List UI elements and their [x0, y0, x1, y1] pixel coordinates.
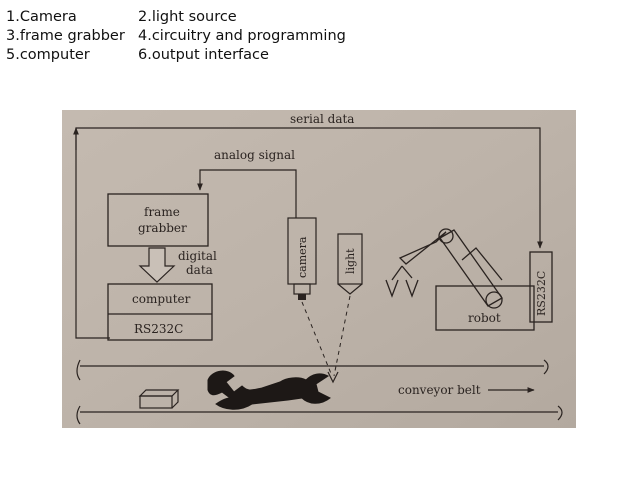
light-rays — [301, 295, 351, 377]
legend-item-light-source: 2.light source — [138, 9, 237, 25]
workpiece-block — [138, 389, 180, 409]
camera — [287, 217, 317, 300]
frame-grabber-label-line2: grabber — [138, 221, 187, 235]
wrench-icon — [207, 370, 331, 410]
robot-rs232c-box — [529, 251, 553, 323]
legend-item-camera: 1.Camera — [6, 9, 77, 25]
frame-grabber-label-line1: frame — [144, 205, 180, 219]
digital-data-arrow — [138, 247, 176, 283]
legend-row-2: 3.frame grabber 4.circuitry and programm… — [6, 27, 406, 46]
digital-data-label-line1: digital — [178, 249, 217, 263]
legend-item-output-interface: 6.output interface — [138, 47, 269, 63]
machine-vision-diagram: serial data analog signal frame grabber … — [62, 110, 576, 428]
conveyor-belt — [76, 359, 563, 425]
light-source — [337, 233, 363, 295]
ray-arrowhead — [327, 371, 339, 384]
legend-row-3: 5.computer 6.output interface — [6, 46, 406, 65]
analog-signal-label: analog signal — [214, 148, 295, 162]
robot — [385, 228, 535, 331]
legend-item-computer: 5.computer — [6, 47, 90, 63]
serial-data-label: serial data — [290, 112, 354, 126]
computer-rs232c-label: RS232C — [134, 322, 183, 336]
frame-grabber-box — [107, 193, 209, 247]
computer-box — [107, 283, 213, 341]
serial-data-line — [73, 127, 543, 339]
legend-row-1: 1.Camera 2.light source — [6, 8, 406, 27]
legend-item-circuitry: 4.circuitry and programming — [138, 28, 346, 44]
digital-data-label-line2: data — [186, 263, 213, 277]
analog-signal-line — [197, 169, 297, 218]
computer-label: computer — [132, 292, 191, 306]
robot-rs232c-label: RS232C — [535, 271, 548, 316]
legend-item-frame-grabber: 3.frame grabber — [6, 28, 125, 44]
light-label: light — [344, 248, 357, 274]
conveyor-belt-label: conveyor belt — [398, 383, 481, 397]
component-legend: 1.Camera 2.light source 3.frame grabber … — [6, 8, 406, 65]
robot-label: robot — [468, 311, 501, 325]
camera-label: camera — [296, 236, 309, 278]
